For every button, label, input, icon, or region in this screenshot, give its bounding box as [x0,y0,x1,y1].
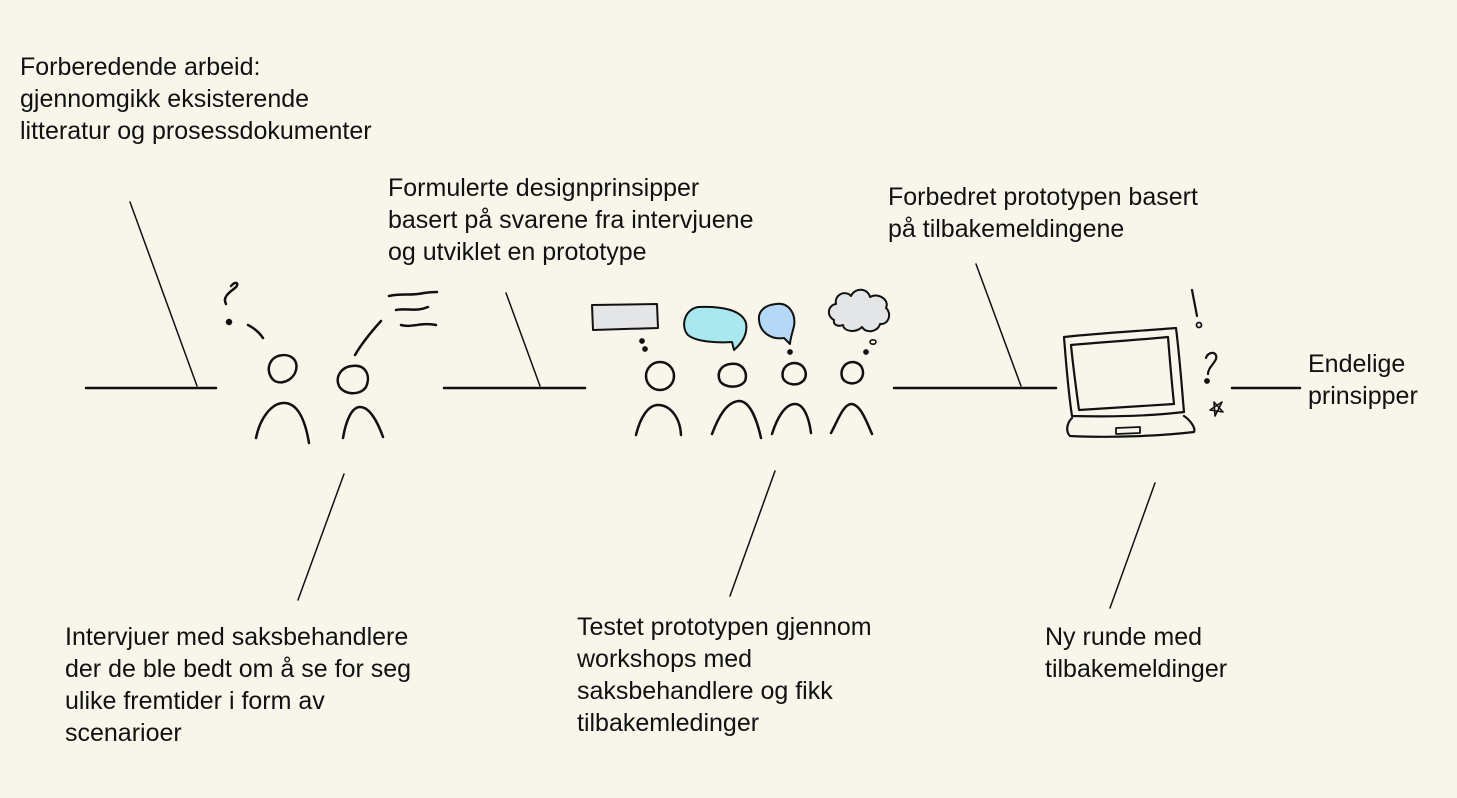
label-line: Intervjuer med saksbehandlere [65,623,409,651]
label-line: Forberedende arbeid: [20,53,261,81]
label-line: gjennomgikk eksisterende [20,85,310,113]
leader-workshops [729,470,776,597]
label-line: og utviklet en prototype [388,238,647,266]
label-line: litteratur og prosessdokumenter [20,117,372,145]
label-line: Endelige [1308,350,1406,378]
laptop-icon [1062,288,1224,438]
label-line: prinsipper [1308,382,1418,410]
step-principles-label: Formulerte designprinsipper basert på sv… [388,172,754,268]
step-improved-label: Forbedret prototypen basert på tilbakeme… [888,181,1198,245]
leader-preparation [129,201,198,387]
step-feedback-label: Ny runde med tilbakemeldinger [1045,621,1227,685]
label-line: saksbehandlere og fikk [577,677,833,705]
label-line: tilbakemeldinger [1045,655,1228,683]
leader-lines [129,201,1156,609]
label-line: Testet prototypen gjennom [577,613,872,641]
label-line: scenarioer [65,719,182,747]
label-line: Formulerte designprinsipper [388,174,700,202]
leader-improved [975,263,1022,387]
step-final-label: Endelige prinsipper [1308,348,1418,412]
label-line: workshops med [577,645,753,673]
label-line: ulike fremtider i form av [65,687,325,715]
step-workshops-label: Testet prototypen gjennom workshops med … [577,611,872,739]
step-preparation-label: Forberedende arbeid: gjennomgikk eksiste… [20,51,372,147]
step-interviews-label: Intervjuer med saksbehandlere der de ble… [65,621,411,749]
group-with-speech-bubbles-icon [591,288,891,440]
label-line: basert på svarene fra intervjuene [388,206,754,234]
label-line: Forbedret prototypen basert [888,183,1198,211]
two-people-talking-icon [223,281,439,445]
leader-principles [505,292,541,387]
leader-interviews [297,473,345,601]
leader-feedback [1109,482,1156,609]
label-line: Ny runde med [1045,623,1203,651]
label-line: tilbakemledinger [577,709,760,737]
label-line: på tilbakemeldingene [888,215,1125,243]
label-line: der de ble bedt om å se for seg [65,655,412,683]
